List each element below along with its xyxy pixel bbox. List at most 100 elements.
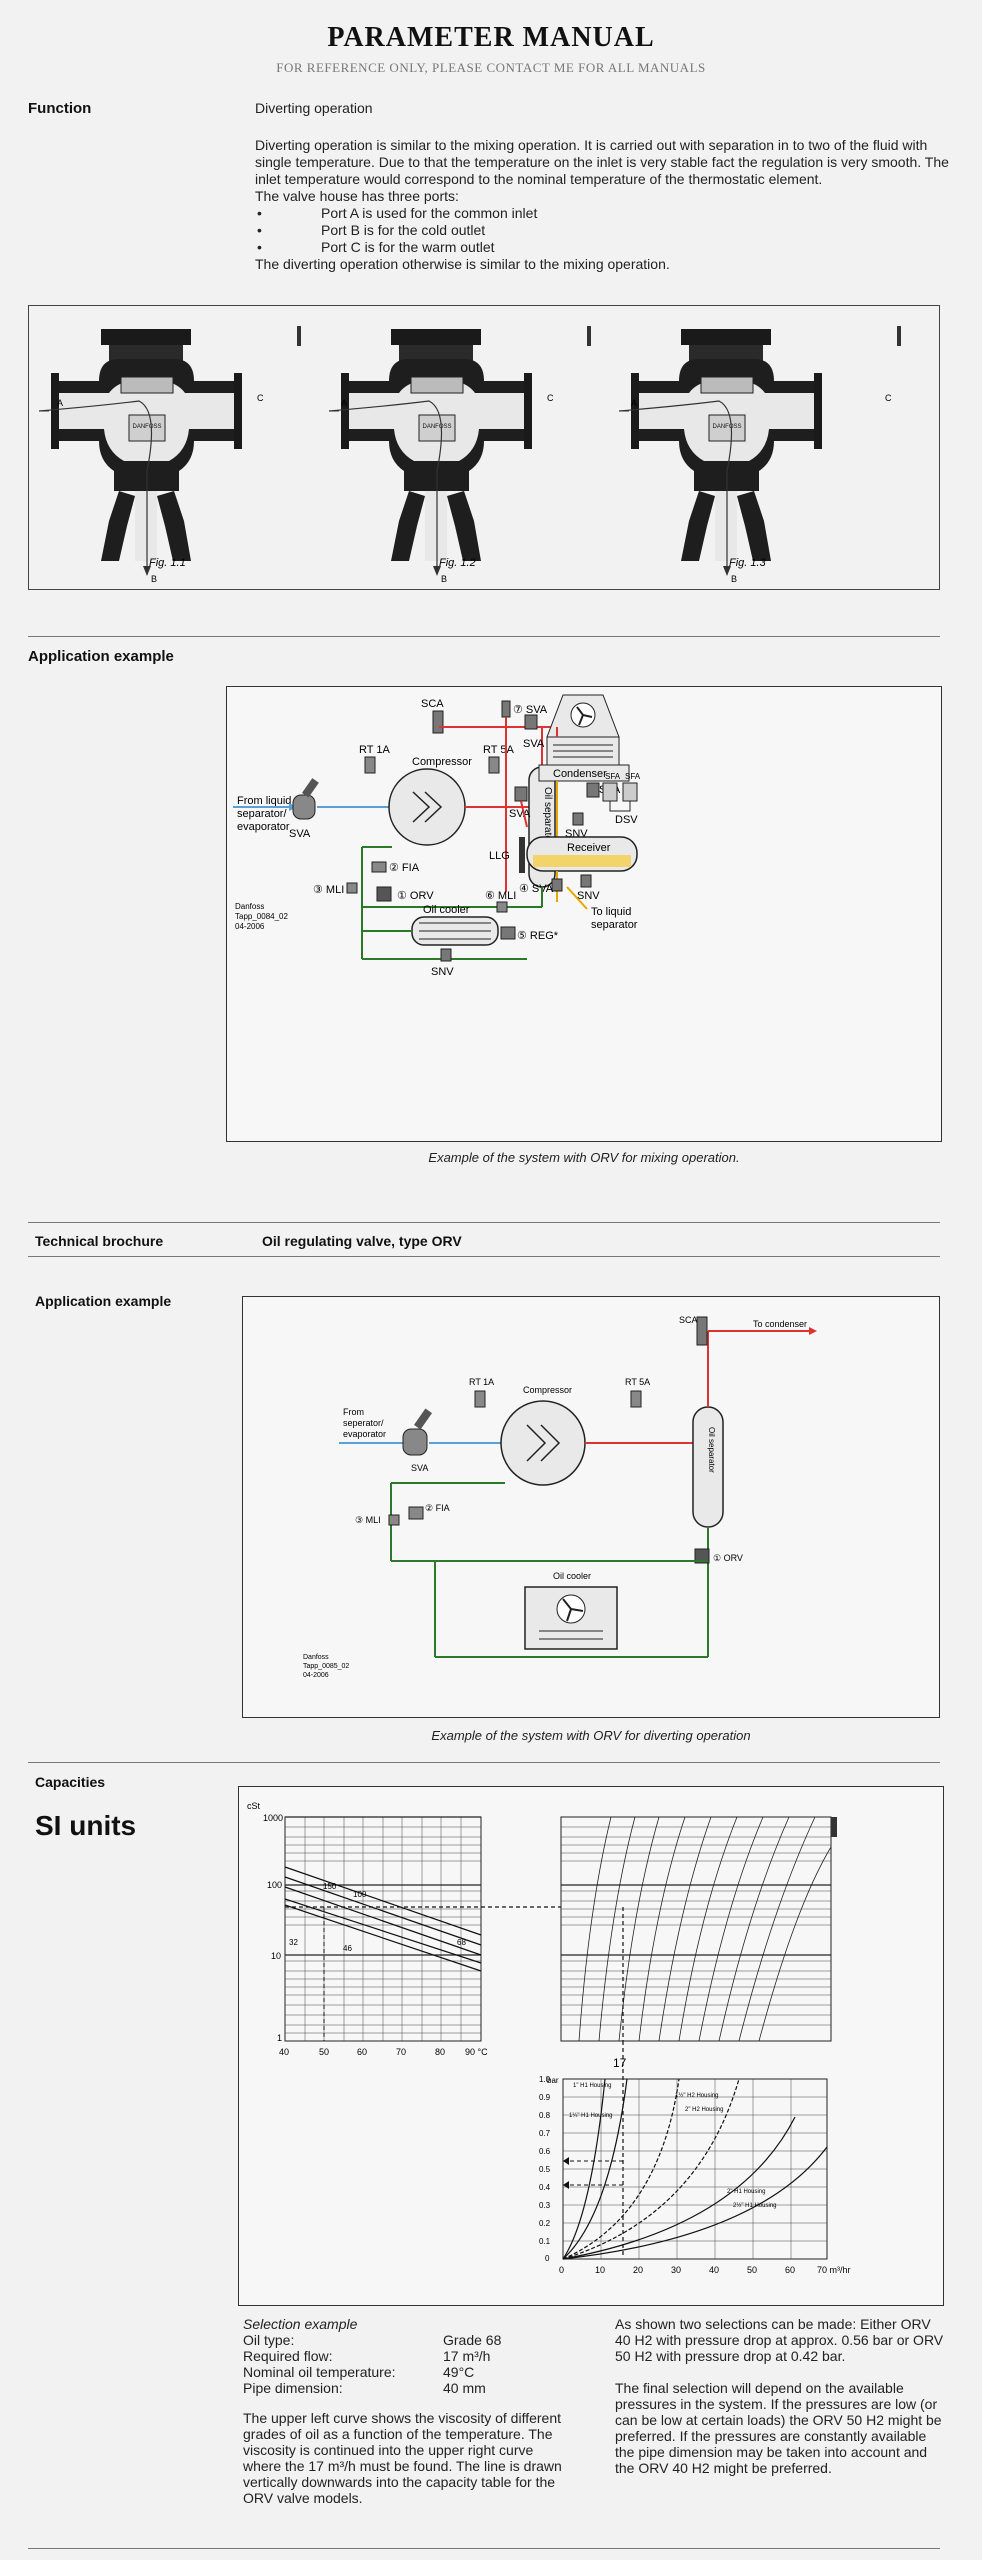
diagram-label: Condenser — [553, 768, 607, 780]
capacity-ytick: 0.2 — [539, 2219, 551, 2228]
diagram-label: ① ORV — [713, 1553, 743, 1563]
diagram-label: Tapp_0085_02 — [303, 1663, 349, 1670]
port-a-label: A — [341, 398, 347, 408]
selection-row: Oil type:Grade 68 — [243, 2332, 573, 2348]
viscosity-xtick: 90 °C — [465, 2047, 488, 2057]
viscosity-xtick: 50 — [319, 2047, 329, 2057]
diagram-label: 04-2006 — [303, 1672, 329, 1679]
diagram-label: ② FIA — [425, 1503, 450, 1513]
port-b-label: B — [731, 574, 737, 584]
diagram-label: SNV — [577, 890, 600, 902]
capacity-xtick: 70 m³/hr — [817, 2265, 851, 2275]
divider — [28, 636, 940, 637]
diagram-label: ⑤ REG* — [517, 930, 559, 942]
capacity-xtick: 60 — [785, 2265, 795, 2275]
port-a-label: A — [57, 398, 63, 408]
curve-label: 46 — [343, 1944, 352, 1953]
capacity-ytick: 0.6 — [539, 2147, 551, 2156]
diagram-label: Compressor — [523, 1385, 572, 1395]
rt1a-icon — [474, 1390, 486, 1408]
viscosity-ytick: 1 — [277, 2033, 282, 2043]
viscosity-xtick: 80 — [435, 2047, 445, 2057]
selection-right-paragraph: As shown two selections can be made: Eit… — [615, 2316, 944, 2364]
rt5a-icon — [630, 1390, 642, 1408]
viscosity-ylabel: cSt — [247, 1801, 261, 1811]
diagram-label: To liquid — [591, 906, 631, 918]
port-item: Port B is for the cold outlet — [255, 222, 955, 239]
selection-row: Pipe dimension:40 mm — [243, 2380, 573, 2396]
diagram-label: ④ SVA — [519, 883, 554, 895]
diagram-label: Compressor — [412, 756, 472, 768]
capacity-ylabel: bar — [547, 2076, 559, 2085]
capacity-ytick: 0 — [545, 2254, 550, 2263]
capacity-ytick: 1.0 — [539, 2075, 551, 2084]
curve-label: 1½" H2 Housing — [675, 2092, 719, 2099]
capacity-ytick: 0.3 — [539, 2201, 551, 2210]
valve-figures-panel: DANFOSS A C B Fig. 1.1 A C B Fig — [28, 305, 940, 590]
capacity-xtick: 10 — [595, 2265, 605, 2275]
port-c-label: C — [257, 393, 264, 403]
llg-icon — [519, 837, 525, 873]
selection-left: Selection example Oil type:Grade 68 Requ… — [243, 2316, 573, 2506]
capacity-xtick: 50 — [747, 2265, 757, 2275]
diagram-label: Danfoss — [235, 902, 264, 911]
si-units-title: SI units — [35, 1810, 137, 1841]
capacity-xtick: 30 — [671, 2265, 681, 2275]
diagram-label: Oil separator — [707, 1427, 716, 1473]
viscosity-ytick: 10 — [271, 1951, 281, 1961]
port-b-label: B — [151, 574, 157, 584]
diagram-label: To condenser — [753, 1319, 807, 1329]
capacities-label: Capacities — [35, 1774, 106, 1790]
diagram-label: DSV — [615, 814, 638, 826]
orv-valve-icon — [376, 886, 392, 902]
viscosity-chart: cSt 1000 100 10 1 — [247, 1801, 561, 2057]
diagram-label: Danfoss — [303, 1654, 329, 1661]
brochure-title: Oil regulating valve, type ORV — [262, 1233, 462, 1249]
divider — [28, 1256, 940, 1257]
divider — [28, 2548, 940, 2549]
capacities-panel: cSt 1000 100 10 1 — [238, 1786, 944, 2306]
curve-label: 100 — [353, 1890, 367, 1899]
receiver-icon — [526, 836, 638, 872]
diagram-label: seperator/ — [343, 1418, 384, 1428]
function-body: Diverting operation is similar to the mi… — [255, 137, 955, 273]
diagram-label: RT 1A — [359, 744, 390, 756]
mixing-diagram-panel: From liquid separator/ evaporator SVA Co… — [226, 686, 942, 1142]
diagram-label: LLG — [489, 850, 510, 862]
diagram-label: From — [343, 1407, 364, 1417]
diagram-label: RT 5A — [625, 1377, 650, 1387]
diagram-label: From liquid — [237, 795, 291, 807]
diagram-label: Receiver — [567, 842, 611, 854]
brochure-label: Technical brochure — [35, 1233, 164, 1249]
curve-label: 1" H1 Housing — [573, 2083, 611, 2089]
diagram-label: 04-2006 — [235, 922, 265, 931]
application-label: Application example — [28, 648, 174, 665]
selection-value: 40 mm — [443, 2380, 486, 2396]
capacity-ytick: 0.7 — [539, 2129, 551, 2138]
sva-valve-icon — [292, 778, 319, 820]
diagram-label: Oil cooler — [553, 1571, 591, 1581]
port-c-label: C — [885, 393, 892, 403]
diagram-label: RT 1A — [469, 1377, 494, 1387]
diagram-label: ⑥ MLI — [485, 890, 516, 902]
dsv-icon — [602, 782, 638, 812]
selection-heading: Selection example — [243, 2316, 358, 2332]
fig-label: Fig. 1.3 — [729, 557, 767, 569]
diverting-diagram-panel: From seperator/ evaporator SVA Compresso… — [242, 1296, 940, 1718]
mixing-diagram-svg: From liquid separator/ evaporator SVA Co… — [233, 694, 641, 978]
viscosity-ytick: 1000 — [263, 1813, 283, 1823]
capacity-xtick: 40 — [709, 2265, 719, 2275]
selection-row: Required flow:17 m³/h — [243, 2348, 573, 2364]
function-closing: The diverting operation otherwise is sim… — [255, 256, 670, 272]
diagram-label: RT 5A — [483, 744, 514, 756]
rt5a-icon — [488, 756, 500, 774]
diagram-label: evaporator — [343, 1429, 386, 1439]
flow-marker: 17 — [613, 2056, 627, 2070]
capacity-charts-svg: cSt 1000 100 10 1 — [247, 1801, 851, 2275]
sca-valve-icon — [696, 1316, 708, 1346]
capacity-ytick: 0.9 — [539, 2093, 551, 2102]
selection-key: Oil type: — [243, 2332, 295, 2348]
diagram-label: Oil separator — [542, 787, 553, 845]
capacity-ytick: 0.1 — [539, 2237, 551, 2246]
orv-valve-icon — [694, 1548, 710, 1564]
